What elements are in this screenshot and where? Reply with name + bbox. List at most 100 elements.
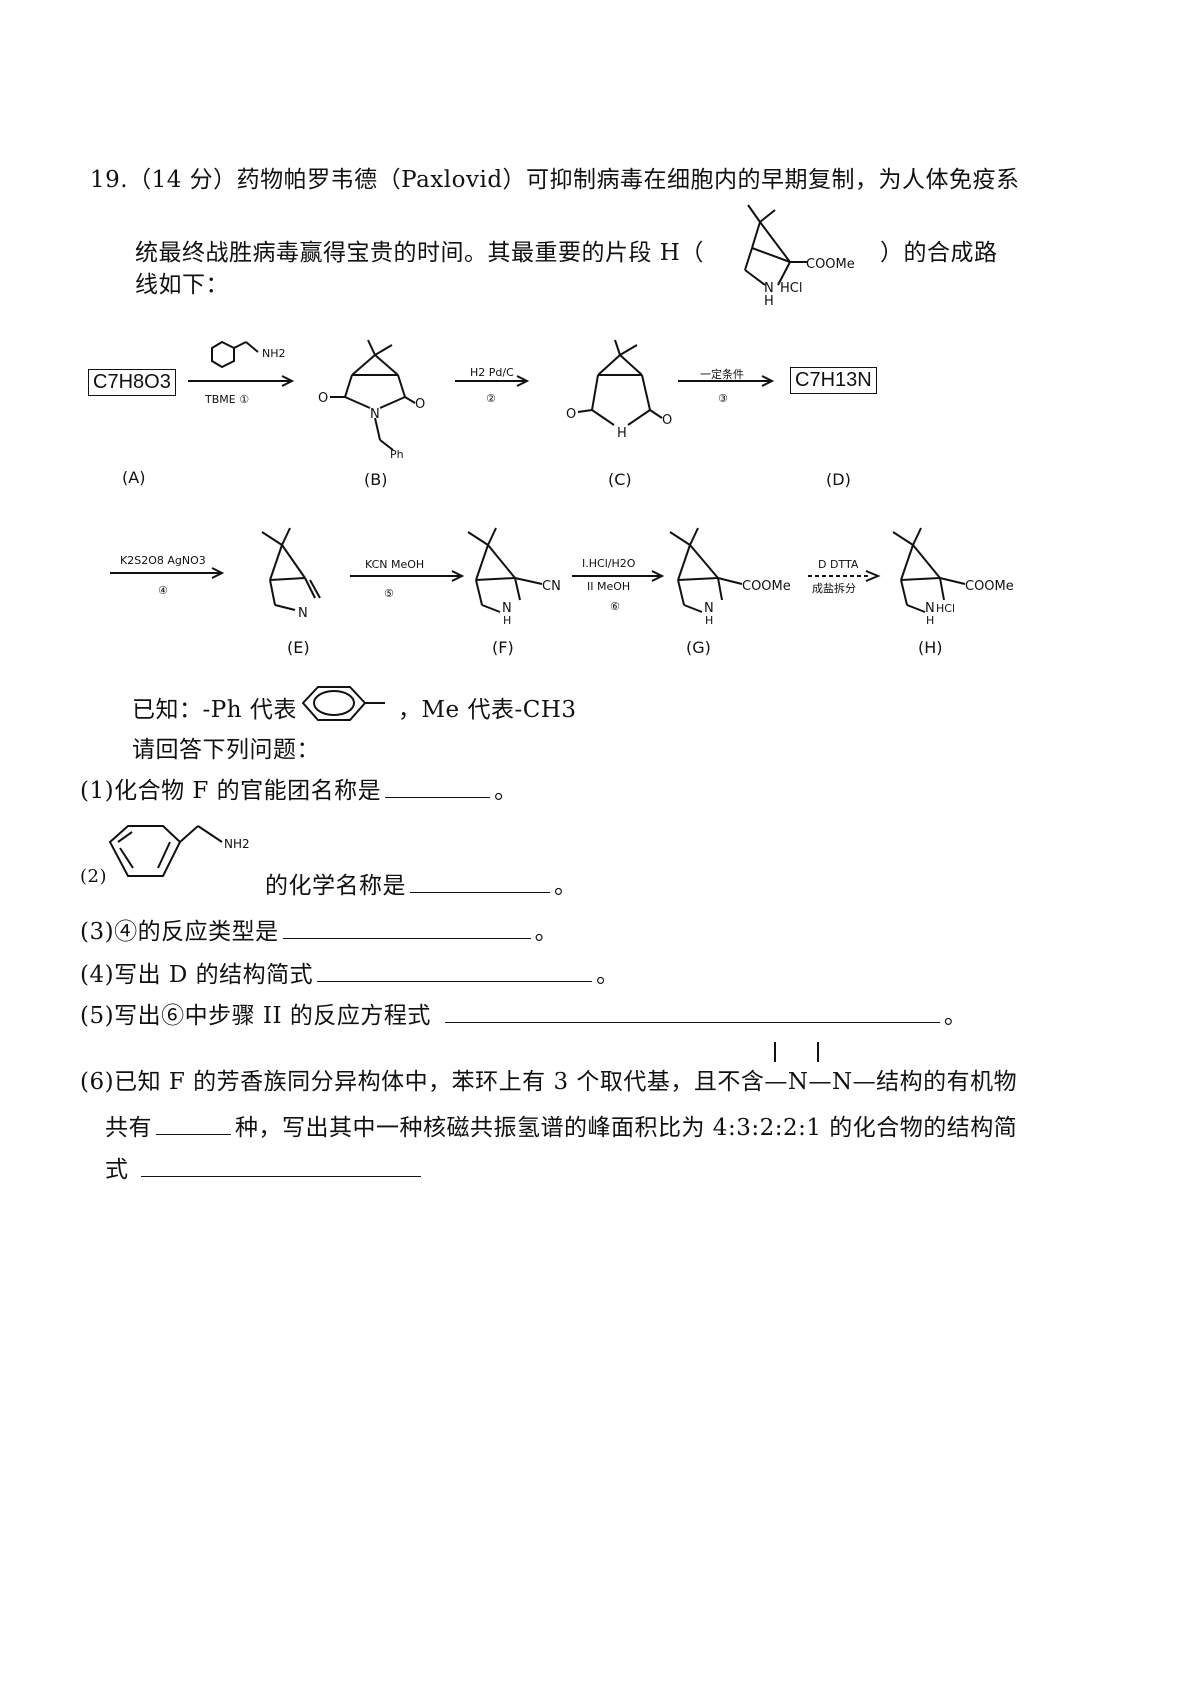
compound-label-c: (C) xyxy=(608,470,632,489)
question-3: (3)④的反应类型是 。 xyxy=(80,912,558,946)
known-prefix: 已知：-Ph 代表 xyxy=(132,697,297,723)
known-suffix: ，Me 代表-CH3 xyxy=(398,697,577,723)
question-3-end: 。 xyxy=(534,919,559,945)
question-3-text: (3)④的反应类型是 xyxy=(80,919,279,945)
label-h-hcl: HCl xyxy=(936,602,955,615)
question-6-text-a: (6)已知 F 的芳香族同分异构体中，苯环上有 3 个取代基，且不含 xyxy=(80,1069,765,1095)
reagent-step4-num: ④ xyxy=(158,584,168,597)
answer-blank-1[interactable] xyxy=(385,796,491,798)
question-6-text-b: 种，写出其中一种核磁共振氢谱的峰面积比为 4:3:2:2:1 的化合物的结构简 xyxy=(235,1115,1018,1141)
question-2: 的化学名称是 。 xyxy=(265,866,578,900)
formula-box-a: C7H8O3 xyxy=(88,369,176,396)
label-g-h: H xyxy=(705,614,713,627)
answer-blank-3[interactable] xyxy=(282,937,531,939)
question-5-text: (5)写出⑥中步骤 II 的反应方程式 xyxy=(80,1003,431,1029)
label-benzylamine-nh2: NH2 xyxy=(262,347,286,360)
question-4-end: 。 xyxy=(596,962,620,988)
question-1: (1)化合物 F 的官能团名称是 。 xyxy=(80,771,518,805)
reagent-step2-top: H2 Pd/C xyxy=(470,366,514,379)
question-2-text: 的化学名称是 xyxy=(265,873,406,899)
answer-blank-2[interactable] xyxy=(410,891,550,893)
question-4-text: (4)写出 D 的结构简式 xyxy=(80,962,314,988)
question-5-end: 。 xyxy=(943,1003,968,1029)
question-intro-line1: 19.（14 分）药物帕罗韦德（Paxlovid）可抑制病毒在细胞内的早期复制，… xyxy=(90,167,1020,193)
compound-label-b: (B) xyxy=(364,470,388,489)
label-b-ph: Ph xyxy=(390,448,404,461)
label-b-o-left: O xyxy=(318,391,328,406)
question-6-text-gongyou: 共有 xyxy=(105,1115,152,1141)
label-f-cn: CN xyxy=(542,579,561,594)
structure-c xyxy=(577,339,663,426)
label-b-o-right: O xyxy=(415,397,425,412)
question-2-num: (2) xyxy=(80,866,107,887)
reagent-step1-bottom: TBME ① xyxy=(205,393,250,406)
reagent-step7-top: D DTTA xyxy=(818,558,859,571)
label-h-inline-h: H xyxy=(764,294,774,309)
compound-label-g: (G) xyxy=(686,638,711,657)
question-1-end: 。 xyxy=(494,778,518,804)
question-2-end: 。 xyxy=(554,873,578,899)
structure-benzylamine-reagent xyxy=(211,340,259,369)
reagent-step6-num: ⑥ xyxy=(610,600,620,613)
label-c-o-right: O xyxy=(662,413,672,428)
compound-label-d: (D) xyxy=(826,470,851,489)
label-c-o-left: O xyxy=(566,407,576,422)
question-intro-line2b: ）的合成路 xyxy=(880,240,998,266)
answer-prompt: 请回答下列问题： xyxy=(132,737,320,763)
question-6-text-shi: 式 xyxy=(105,1157,129,1183)
reaction-arrows xyxy=(110,375,881,582)
formula-box-d: C7H13N xyxy=(790,367,877,394)
reagent-step4-top: K2S2O8 AgNO3 xyxy=(120,554,206,567)
compound-label-e: (E) xyxy=(287,638,310,657)
structure-g xyxy=(669,527,743,613)
label-h-coome: COOMe xyxy=(965,579,1014,594)
structure-e xyxy=(261,527,321,611)
compound-label-f: (F) xyxy=(492,638,514,657)
reagent-step6-bottom: II MeOH xyxy=(587,580,631,593)
reagent-step2-num: ② xyxy=(486,392,496,405)
label-f-h: H xyxy=(503,614,511,627)
label-g-coome: COOMe xyxy=(742,579,791,594)
label-h-inline-nh: N xyxy=(764,281,774,296)
structure-h-inline xyxy=(744,204,808,286)
reagent-step3-num: ③ xyxy=(718,392,728,405)
question-intro-line3: 线如下： xyxy=(135,272,229,298)
answer-blank-6b[interactable] xyxy=(140,1175,421,1177)
label-b-n: N xyxy=(370,407,380,422)
structure-b xyxy=(330,339,416,451)
n-n-structure-bonds xyxy=(774,1042,819,1062)
structure-h xyxy=(892,527,966,613)
label-g-n: N xyxy=(704,601,714,616)
answer-blank-5[interactable] xyxy=(444,1021,940,1023)
question-6-line3: 式 xyxy=(105,1150,425,1184)
label-f-n: N xyxy=(502,601,512,616)
label-h-h: H xyxy=(926,614,934,627)
question-5: (5)写出⑥中步骤 II 的反应方程式 。 xyxy=(80,996,967,1030)
answer-blank-6a[interactable] xyxy=(156,1133,231,1135)
compound-label-h: (H) xyxy=(918,638,943,657)
question-6-nn: —N—N— xyxy=(764,1069,877,1095)
label-h-inline-hcl: HCl xyxy=(780,281,802,296)
question-6-line2: 共有 种，写出其中一种核磁共振氢谱的峰面积比为 4:3:2:2:1 的化合物的结构… xyxy=(105,1108,1017,1142)
label-q2-nh2: NH2 xyxy=(224,837,250,851)
label-e-n: N xyxy=(298,606,308,621)
reagent-step5-num: ⑤ xyxy=(384,587,394,600)
structure-benzylamine-q2 xyxy=(108,825,223,877)
structure-f xyxy=(467,527,543,613)
question-4: (4)写出 D 的结构简式 。 xyxy=(80,955,620,989)
reagent-step5-top: KCN MeOH xyxy=(365,558,425,571)
structure-phenyl-known xyxy=(301,686,385,721)
reagent-step3-top: 一定条件 xyxy=(700,368,744,381)
question-6-text-c: 结构的有机物 xyxy=(876,1069,1018,1095)
question-intro-line2a: 统最终战胜病毒赢得宝贵的时间。其最重要的片段 H（ xyxy=(135,240,704,266)
answer-blank-4[interactable] xyxy=(317,980,593,982)
compound-label-a: (A) xyxy=(122,468,146,487)
question-1-text: (1)化合物 F 的官能团名称是 xyxy=(80,778,382,804)
question-6-line1: (6)已知 F 的芳香族同分异构体中，苯环上有 3 个取代基，且不含—N—N—结… xyxy=(80,1062,1017,1096)
label-h-inline-coome: COOMe xyxy=(806,257,855,272)
label-h-n: N xyxy=(925,601,935,616)
reagent-step6-top: I.HCl/H2O xyxy=(582,557,636,570)
reagent-step7-bottom: 成盐拆分 xyxy=(812,582,856,595)
label-c-nh: H xyxy=(617,426,627,441)
